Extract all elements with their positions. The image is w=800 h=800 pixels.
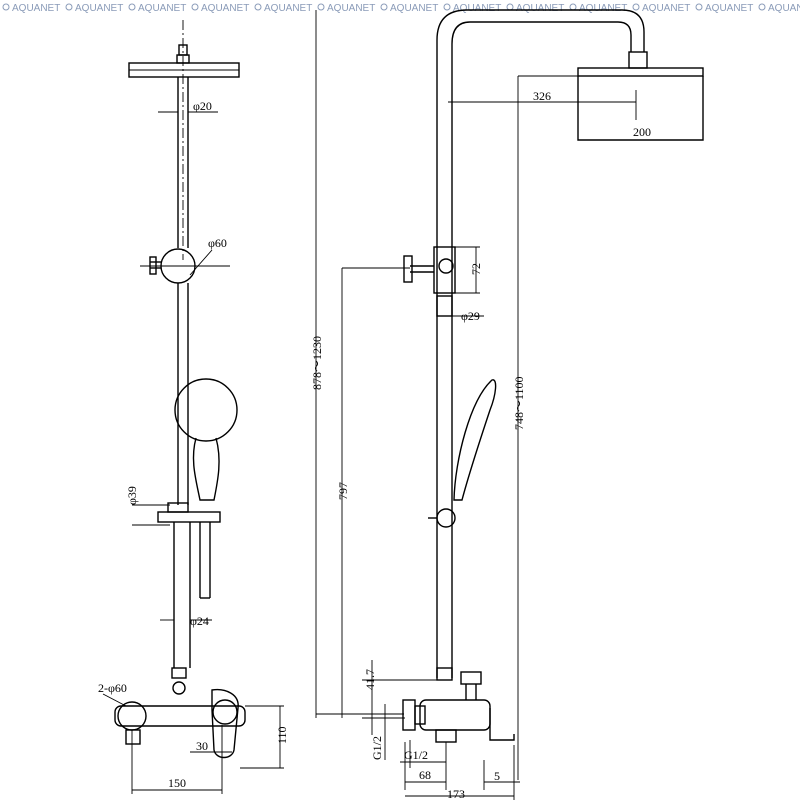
dim-g-vertical: G1/2 <box>370 736 384 760</box>
dim-holder-height: 72 <box>469 263 483 275</box>
watermark-logo-icon <box>254 3 262 11</box>
watermark-text: AQUANET <box>642 3 690 14</box>
watermark-logo-icon <box>380 3 388 11</box>
front-view: φ20 φ60 φ39 φ24 <box>98 20 289 794</box>
main-rod-inner <box>451 21 632 678</box>
dim-pipe-dia: φ20 <box>193 99 212 113</box>
watermark-row: AQUANET AQUANET AQUANET AQUANET AQUANET AQUAN… <box>2 3 800 14</box>
watermark-logo-icon <box>443 3 451 11</box>
side-view: 878～1230 326 200 748～1100 72 φ29 <box>310 9 704 800</box>
watermark-logo-icon <box>317 3 325 11</box>
watermark-logo-icon <box>65 3 73 11</box>
watermark-logo-icon <box>191 3 199 11</box>
watermark-text: AQUANET <box>705 3 753 14</box>
dim-173: 173 <box>447 787 465 800</box>
watermark-logo-icon <box>758 3 766 11</box>
dim-slider-dia: φ39 <box>125 486 139 505</box>
dim-5: 5 <box>494 769 500 783</box>
watermark-text: AQUANET <box>12 3 60 14</box>
watermark-text: AQUANET <box>264 3 312 14</box>
slider-block <box>157 511 221 523</box>
watermark-text: AQUANET <box>201 3 249 14</box>
dim-offset-30: 30 <box>196 739 208 753</box>
watermark-logo-icon <box>2 3 10 11</box>
watermark-logo-icon <box>128 3 136 11</box>
watermark-text: AQUANET <box>516 3 564 14</box>
dim-g-horizontal: G1/2 <box>404 748 428 762</box>
watermark-logo-icon <box>632 3 640 11</box>
dim-holder-dia: φ60 <box>208 236 227 250</box>
mixer-body <box>114 705 246 727</box>
hand-shower-handle <box>192 437 220 501</box>
dim-68: 68 <box>419 768 431 782</box>
dim-slide-range: 748～1100 <box>512 376 526 430</box>
dim-total-height: 878～1230 <box>310 336 324 390</box>
watermark-text: AQUANET <box>453 3 501 14</box>
flange-right <box>212 699 238 725</box>
dim-head-size: 200 <box>633 125 651 139</box>
dim-41-7: 41.7 <box>363 669 377 690</box>
dim-arm-length: 326 <box>533 89 551 103</box>
watermark-text: AQUANET <box>390 3 438 14</box>
main-rod-outer <box>436 9 645 678</box>
hand-shower-head <box>174 378 238 442</box>
dim-lower-pipe-dia: φ24 <box>190 614 209 628</box>
side-mixer-body <box>419 699 491 731</box>
dim-bar-dia: φ29 <box>461 309 480 323</box>
watermark-text: AQUANET <box>768 3 800 14</box>
watermark-logo-icon <box>569 3 577 11</box>
watermark-logo-icon <box>695 3 703 11</box>
lever-handle <box>211 688 239 759</box>
dim-flanges: 2-φ60 <box>98 681 127 695</box>
side-hand-shower <box>453 379 497 501</box>
dim-width-150: 150 <box>168 776 186 790</box>
dim-mid-height: 797 <box>336 482 350 500</box>
dim-height-110: 110 <box>275 726 289 744</box>
watermark-text: AQUANET <box>579 3 627 14</box>
watermark-text: AQUANET <box>75 3 123 14</box>
side-shower-head <box>577 67 704 77</box>
side-holder-block <box>433 246 456 294</box>
watermark-text: AQUANET <box>327 3 375 14</box>
watermark-logo-icon <box>506 3 514 11</box>
watermark-text: AQUANET <box>138 3 186 14</box>
